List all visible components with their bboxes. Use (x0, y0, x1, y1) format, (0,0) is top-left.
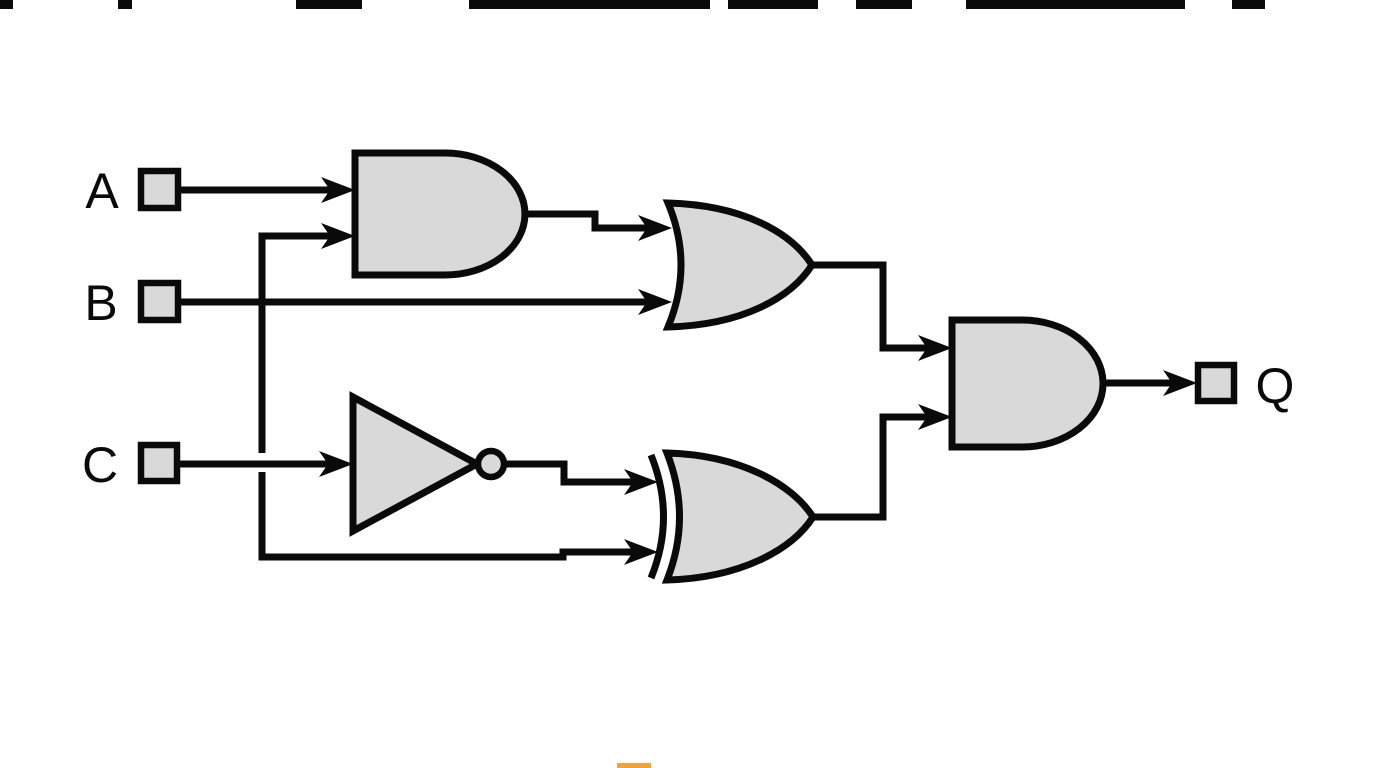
arrow-into-q (1163, 370, 1197, 396)
top-edge-dash (1232, 0, 1265, 9)
input-terminal-a (137, 167, 182, 212)
not-gate (349, 391, 485, 537)
arrow-into-not (319, 451, 353, 477)
input-label-a: A (85, 163, 119, 219)
or-gate (662, 199, 817, 331)
output-label-q: Q (1256, 358, 1295, 414)
arrow-into-xor-top (624, 469, 658, 495)
wire-not-to-xor (504, 460, 633, 486)
top-edge-dash (966, 0, 1185, 9)
wire-xor-to-and2 (811, 413, 927, 521)
arrowheads (319, 177, 1197, 565)
top-edge-dash (856, 0, 912, 9)
not-gate-bubble-icon (474, 447, 508, 481)
xor-gate-extra-arc (647, 453, 667, 580)
arrow-into-xor-bottom (624, 539, 658, 565)
bottom-edge-mark (617, 763, 651, 768)
wire-and1-to-or (523, 210, 647, 232)
wire-or-to-and2 (810, 261, 927, 352)
and-gate-1 (351, 149, 529, 279)
wires (177, 186, 1172, 561)
top-edge-dash (469, 0, 710, 9)
arrow-into-and2-top (918, 335, 952, 361)
input-label-b: B (84, 275, 117, 331)
and-gate-2 (948, 316, 1107, 451)
output-terminal-q (1194, 361, 1238, 405)
input-label-c: C (82, 437, 118, 493)
top-edge-dash (0, 0, 13, 9)
input-terminal-b (137, 279, 182, 324)
arrow-into-or-bottom (638, 289, 672, 315)
input-terminal-c (137, 441, 181, 485)
top-edge-dash (118, 0, 132, 9)
xor-gate (661, 449, 818, 584)
wire-b-branch-down-to-xor (258, 472, 633, 561)
top-edge-artifacts (0, 0, 1265, 9)
arrow-into-and1-bottom (321, 223, 355, 249)
top-edge-dash (728, 0, 818, 9)
arrow-into-and2-bottom (918, 404, 952, 430)
wire-b-branch-up-to-and1 (258, 232, 330, 453)
top-edge-dash (296, 0, 362, 9)
arrow-into-and1-top (321, 177, 355, 203)
arrow-into-or-top (638, 215, 672, 241)
